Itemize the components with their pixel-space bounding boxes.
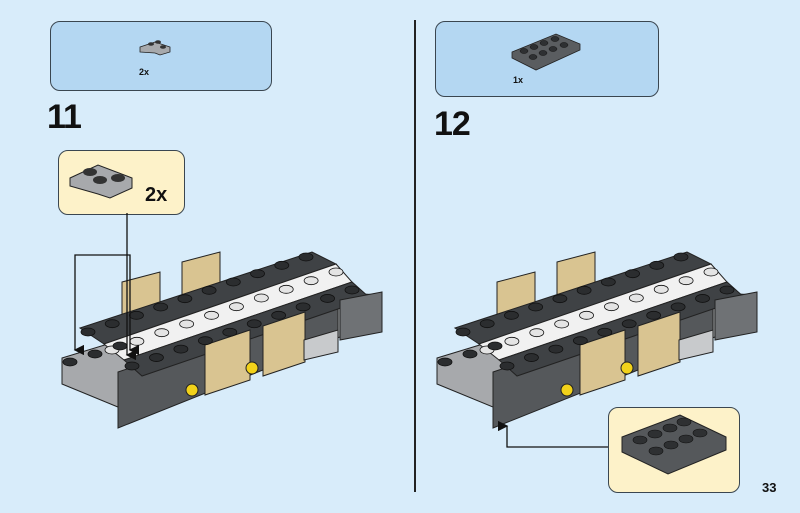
stud xyxy=(504,336,520,346)
stud xyxy=(673,252,689,262)
stud xyxy=(320,294,335,303)
stud xyxy=(646,310,662,320)
placement-arrows-step-11 xyxy=(73,213,140,361)
stud xyxy=(328,267,344,277)
stud xyxy=(204,310,219,320)
stud xyxy=(455,327,471,337)
stud xyxy=(604,302,619,312)
model-step-12 xyxy=(436,251,758,429)
stud xyxy=(197,336,213,346)
stud xyxy=(201,285,217,295)
stud xyxy=(548,344,564,354)
stud xyxy=(298,252,314,262)
stud xyxy=(600,277,616,287)
step-divider xyxy=(414,20,416,492)
stud xyxy=(649,260,665,270)
step-number-12: 12 xyxy=(434,105,471,143)
model-step-11 xyxy=(61,251,383,429)
stud xyxy=(173,344,189,354)
stud xyxy=(703,267,719,277)
light-gray-corner-plate-icon xyxy=(139,40,171,56)
stud xyxy=(246,319,262,329)
callout-plate-2x4-icon xyxy=(621,414,727,475)
stud xyxy=(437,357,453,367)
stud xyxy=(222,327,238,337)
stud xyxy=(719,285,735,295)
stud xyxy=(274,260,290,270)
stud xyxy=(250,269,265,279)
stud xyxy=(552,294,568,304)
stud xyxy=(621,319,637,329)
stud xyxy=(576,285,592,295)
stud xyxy=(625,269,640,279)
dark-gray-plate-2x4-icon xyxy=(511,33,581,71)
parts-quantity: 1x xyxy=(513,75,524,85)
stud xyxy=(653,284,669,294)
stud xyxy=(253,293,269,303)
stud xyxy=(529,328,545,338)
stud xyxy=(487,341,503,351)
stud xyxy=(479,319,495,329)
stud xyxy=(695,294,710,303)
stud xyxy=(670,302,686,312)
stud xyxy=(129,336,145,346)
stud xyxy=(149,353,164,362)
stud xyxy=(87,349,103,359)
parts-quantity: 2x xyxy=(139,67,150,77)
stud xyxy=(112,341,128,351)
stud xyxy=(229,302,244,312)
stud xyxy=(579,310,594,320)
stud xyxy=(528,302,544,312)
stud xyxy=(303,276,319,286)
stud xyxy=(295,302,311,312)
parts-list-step-11: 2x xyxy=(50,21,272,91)
stud xyxy=(80,327,96,337)
stud xyxy=(62,357,78,367)
page-number: 33 xyxy=(762,480,777,495)
stud xyxy=(271,310,287,320)
stud xyxy=(678,276,694,286)
stud xyxy=(225,277,241,287)
stud xyxy=(104,319,120,329)
stud xyxy=(124,361,140,371)
stud xyxy=(462,349,478,359)
stud xyxy=(572,336,588,346)
callout-corner-plate-icon xyxy=(69,164,133,199)
stud xyxy=(554,319,570,329)
stud xyxy=(153,302,169,312)
stud xyxy=(344,285,360,295)
stud xyxy=(154,328,170,338)
stud xyxy=(278,284,294,294)
callout-quantity: 2x xyxy=(145,184,168,206)
stud xyxy=(504,310,519,320)
stud xyxy=(597,327,613,337)
placement-arrow-step-12 xyxy=(497,420,608,448)
stud xyxy=(524,353,539,362)
stud xyxy=(179,319,195,329)
stud xyxy=(499,361,515,371)
stud xyxy=(129,310,144,320)
stud xyxy=(177,294,193,304)
stud xyxy=(628,293,644,303)
step-number-11: 11 xyxy=(47,98,82,136)
